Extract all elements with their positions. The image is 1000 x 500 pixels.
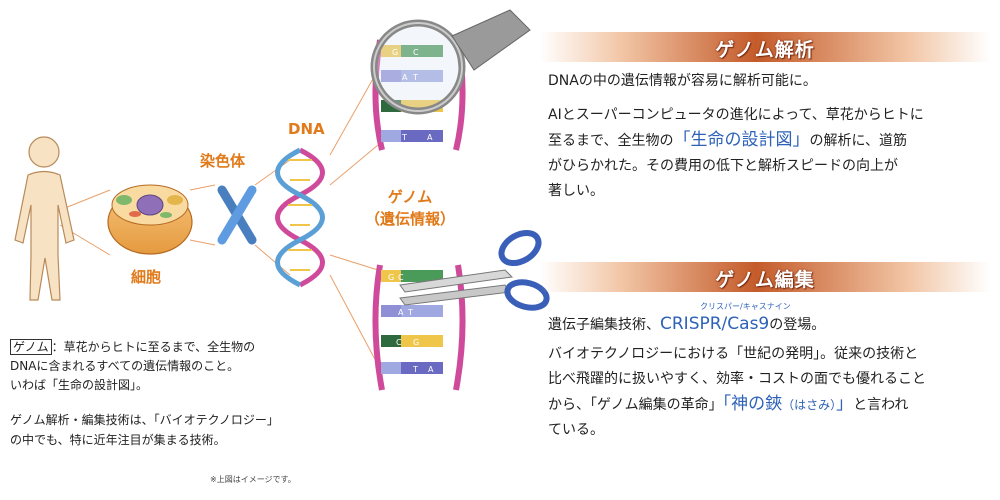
- label-genome: ゲノム （遺伝情報）: [355, 186, 465, 230]
- svg-text:A: A: [402, 73, 408, 82]
- svg-text:G: G: [388, 273, 394, 282]
- svg-text:A: A: [427, 133, 433, 142]
- connector-lines: [59, 69, 379, 366]
- editing-line: 比べ飛躍的に扱いやすく、効率・コストの面でも優れること: [548, 371, 926, 387]
- divine-scissors-text: 「神の鋏: [722, 394, 783, 414]
- analysis-line: DNAの中の遺伝情報が容易に解析可能に。: [548, 73, 817, 89]
- cell-icon: [107, 184, 193, 255]
- tech-line: ゲノム解析・編集技術は、「バイオテクノロジー」: [10, 413, 279, 427]
- analysis-text: DNAの中の遺伝情報が容易に解析可能に。 AIとスーパーコンピュータの進化によっ…: [548, 69, 924, 204]
- svg-text:C: C: [398, 273, 404, 282]
- scissors-icon: [399, 229, 550, 311]
- editing-line: と言われ: [853, 397, 909, 413]
- editing-line: の登場。: [769, 317, 826, 333]
- svg-text:T: T: [401, 133, 407, 142]
- def-line: DNAに含まれるすべての遺伝情報のこと。: [10, 359, 240, 373]
- divine-scissors-emphasis: 「神の鋏（はさみ）」: [723, 394, 854, 414]
- analysis-line: がひらかれた。その費用の低下と解析スピードの向上が: [548, 158, 898, 174]
- svg-text:T: T: [412, 365, 418, 374]
- svg-text:A: A: [428, 365, 434, 374]
- analysis-banner: ゲノム解析: [540, 32, 990, 62]
- editing-line: バイオテクノロジーにおける「世紀の発明」。従来の技術と: [548, 346, 919, 362]
- analysis-line: 至るまで、全生物の: [548, 133, 674, 149]
- genome-term-box: ゲノム: [10, 339, 52, 355]
- editing-banner: ゲノム編集: [540, 262, 990, 292]
- svg-text:G: G: [413, 338, 419, 347]
- svg-text:C: C: [396, 338, 402, 347]
- editing-line: 遺伝子編集技術、: [548, 317, 660, 333]
- divine-scissors-reading: （はさみ）: [782, 398, 837, 412]
- label-cell: 細胞: [131, 268, 162, 286]
- tech-line: の中でも、特に近年注目が集まる技術。: [10, 433, 226, 447]
- crispr-ruby: クリスパー/キャスナイン: [700, 302, 791, 311]
- svg-text:A: A: [398, 308, 404, 317]
- magnifying-glass-icon: [370, 9, 531, 115]
- svg-text:T: T: [412, 73, 418, 82]
- editing-line: ている。: [548, 422, 604, 438]
- chromosome-icon: [217, 185, 257, 245]
- def-line: いわば「生命の設計図」。: [10, 378, 149, 392]
- editing-text: 遺伝子編集技術、CRISPR/Cas9の登場。 バイオテクノロジーにおける「世紀…: [548, 312, 926, 443]
- blueprint-emphasis: 「生命の設計図」: [673, 130, 810, 150]
- analysis-line: 著しい。: [548, 183, 604, 199]
- human-figure-icon: [14, 136, 75, 301]
- analysis-line: の解析に、道筋: [809, 133, 908, 149]
- tech-summary: ゲノム解析・編集技術は、「バイオテクノロジー」 の中でも、特に近年注目が集まる技…: [10, 410, 279, 450]
- editing-title: ゲノム編集: [715, 269, 815, 291]
- analysis-title: ゲノム解析: [715, 39, 815, 61]
- crispr-emphasis: CRISPR/Cas9: [660, 314, 770, 334]
- def-line: ：草花からヒトに至るまで、全生物の: [51, 340, 256, 354]
- genome-definition: ゲノム：草花からヒトに至るまで、全生物の DNAに含まれるすべての遺伝情報のこと…: [10, 338, 255, 395]
- label-genome-title: ゲノム: [387, 188, 433, 206]
- dna-helix-icon: [275, 147, 325, 288]
- image-note: ※上図はイメージです。: [210, 475, 296, 484]
- base-label: G: [392, 48, 398, 57]
- svg-text:T: T: [407, 308, 413, 317]
- svg-text:C: C: [413, 48, 419, 57]
- analysis-line: AIとスーパーコンピュータの進化によって、草花からヒトに: [548, 107, 924, 123]
- divine-scissors-close: 」: [836, 394, 854, 414]
- editing-line: から、「ゲノム編集の革命」: [548, 397, 723, 413]
- label-genome-sub: （遺伝情報）: [364, 210, 455, 228]
- label-dna: DNA: [288, 120, 325, 138]
- label-chromosome: 染色体: [200, 152, 246, 170]
